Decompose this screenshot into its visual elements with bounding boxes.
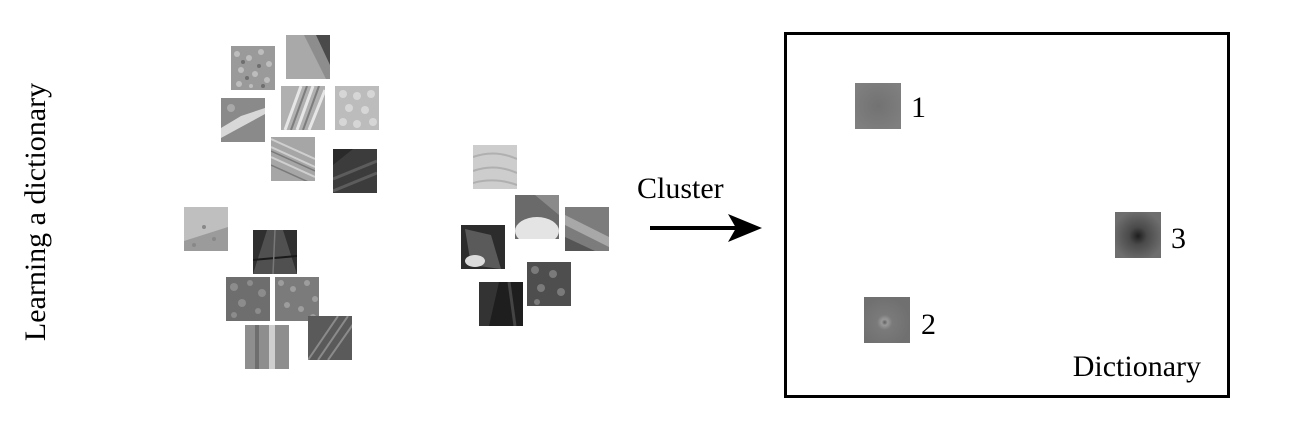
image-patch <box>308 316 352 360</box>
image-patch <box>286 35 330 79</box>
arrow-label: Cluster <box>637 172 724 205</box>
image-patch <box>245 325 289 369</box>
image-patch <box>515 195 559 239</box>
image-patch <box>231 46 275 90</box>
image-patch <box>333 149 377 193</box>
image-patch <box>253 230 297 274</box>
atom-number: 3 <box>1171 222 1186 255</box>
atom-number: 2 <box>921 308 936 341</box>
atom-number: 1 <box>911 91 926 124</box>
image-patch <box>226 277 270 321</box>
dictionary-atom-image <box>864 297 910 343</box>
dictionary-atom-image <box>1115 212 1161 258</box>
image-patch <box>275 277 319 321</box>
dictionary-box: 1 2 3 Dictionary <box>784 32 1230 398</box>
image-patch <box>473 145 517 189</box>
image-patch <box>527 262 571 306</box>
image-patch <box>565 207 609 251</box>
side-label: Learning a dictionary <box>19 82 52 342</box>
image-patch <box>461 225 505 269</box>
image-patch <box>479 282 523 326</box>
dictionary-atom-image <box>855 83 901 129</box>
image-patch <box>271 137 315 181</box>
dictionary-label: Dictionary <box>1072 350 1201 383</box>
image-patch <box>221 98 265 142</box>
image-patch <box>335 86 379 130</box>
arrow-right-icon <box>650 214 762 242</box>
image-patch <box>184 207 228 251</box>
image-patch <box>281 86 325 130</box>
